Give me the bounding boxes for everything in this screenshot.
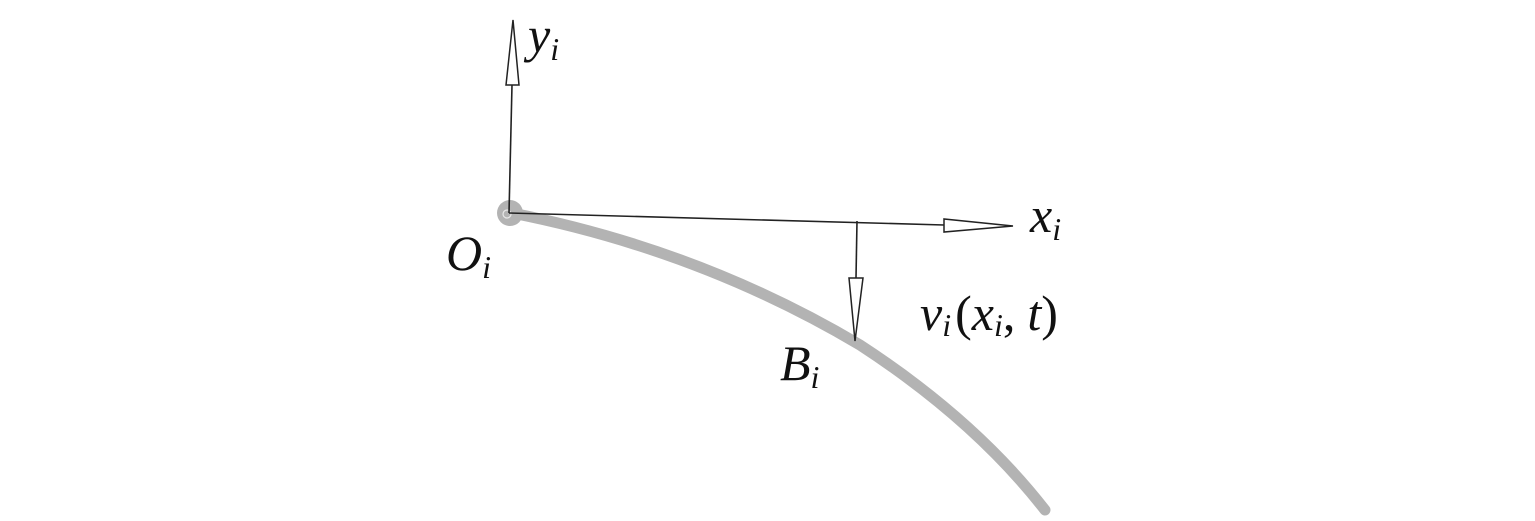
origin-hub-inner [502,209,512,219]
deflection-label: vi(xi,t) [920,285,1058,343]
flexible-beam [506,207,1051,516]
x-axis-label: xi [1029,187,1061,247]
x-axis-line [508,212,945,226]
deflection-arrowhead [848,277,864,342]
x-axis-arrowhead [943,218,1014,233]
deflection-arrow-line [855,220,858,279]
y-axis-line [508,84,513,214]
point-b-label: Bi [780,335,819,395]
y-axis-label: yi [523,7,559,67]
y-axis-arrowhead [505,19,520,86]
origin-label: Oi [446,225,491,285]
